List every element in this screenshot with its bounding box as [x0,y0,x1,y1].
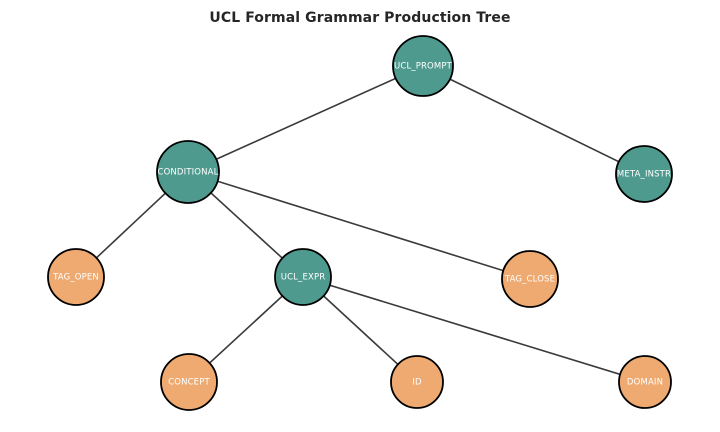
graph-node[interactable]: META_INSTR [615,145,673,203]
node-shape[interactable] [618,355,672,409]
graph-node[interactable]: DOMAIN [618,355,672,409]
graph-node[interactable]: ID [390,355,444,409]
graph-node[interactable]: UCL_EXPR [274,248,332,306]
node-shape[interactable] [160,353,218,411]
node-shape[interactable] [274,248,332,306]
node-shape[interactable] [390,355,444,409]
graph-node[interactable]: UCL_PROMPT [392,35,454,97]
graph-node[interactable]: CONDITIONAL [156,140,220,204]
node-shape[interactable] [47,248,105,306]
node-shape[interactable] [501,250,559,308]
node-shape[interactable] [392,35,454,97]
node-shape[interactable] [615,145,673,203]
graph-node[interactable]: TAG_OPEN [47,248,105,306]
graph-node[interactable]: TAG_CLOSE [501,250,559,308]
edges-layer [75,65,646,383]
graph-edge [422,65,645,175]
graph-edge [302,276,646,383]
graph-node[interactable]: CONCEPT [160,353,218,411]
page-title: UCL Formal Grammar Production Tree [209,10,511,26]
nodes-layer: UCL_PROMPT CONDITIONAL META_INSTR TAG_OPEN U… [47,35,673,411]
node-shape[interactable] [156,140,220,204]
graph-edge [187,65,424,173]
graph-edge [187,171,531,280]
